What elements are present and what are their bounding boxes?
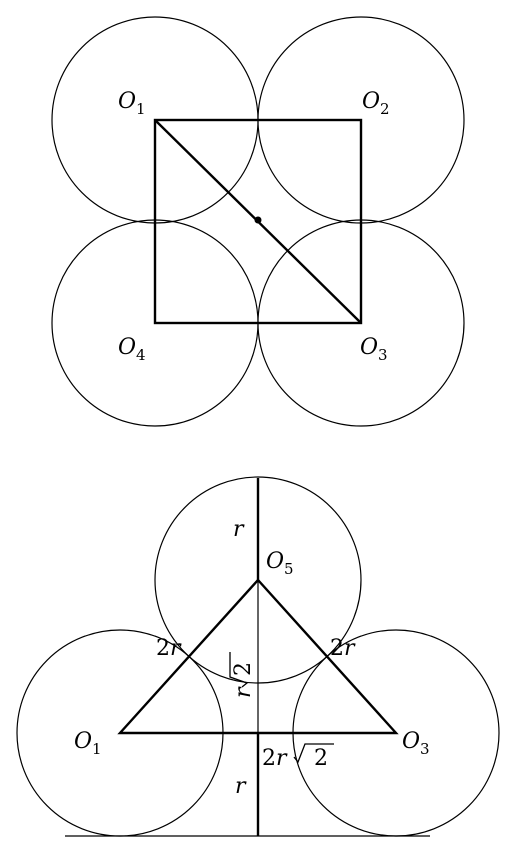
label-2r-right: 2r [330, 636, 356, 661]
label-2r-sqrt2: 2r 2 [262, 743, 334, 771]
bottom-figure: r O5 2r 2r r 2 O1 O3 [16, 476, 500, 837]
svg-text:2: 2 [314, 746, 328, 771]
svg-text:r: r [231, 686, 256, 698]
triangle-o1-o5-o3 [117, 578, 399, 735]
label-o3-top: O3 [360, 335, 388, 364]
label-o1-top: O1 [118, 89, 146, 118]
center-point [254, 216, 262, 224]
square-o1-o2-o3-o4 [153, 118, 363, 325]
label-r-top: r [233, 517, 245, 542]
sqrt-symbol-vertical [229, 652, 249, 688]
label-o5: O5 [266, 549, 294, 578]
svg-text:2r: 2r [262, 746, 288, 771]
sqrt-symbol-horizontal [293, 743, 334, 764]
label-o3-bottom: O3 [402, 729, 430, 758]
label-o1-bottom: O1 [74, 729, 102, 758]
top-figure: O1 O2 O4 O3 [51, 16, 465, 427]
label-o2-top: O2 [362, 89, 390, 118]
label-2r-left: 2r [156, 636, 182, 661]
label-r-sqrt2-vertical: r 2 [229, 652, 256, 698]
svg-text:2: 2 [231, 662, 256, 676]
label-r-bottom: r [235, 774, 247, 799]
label-o4-top: O4 [118, 335, 146, 364]
